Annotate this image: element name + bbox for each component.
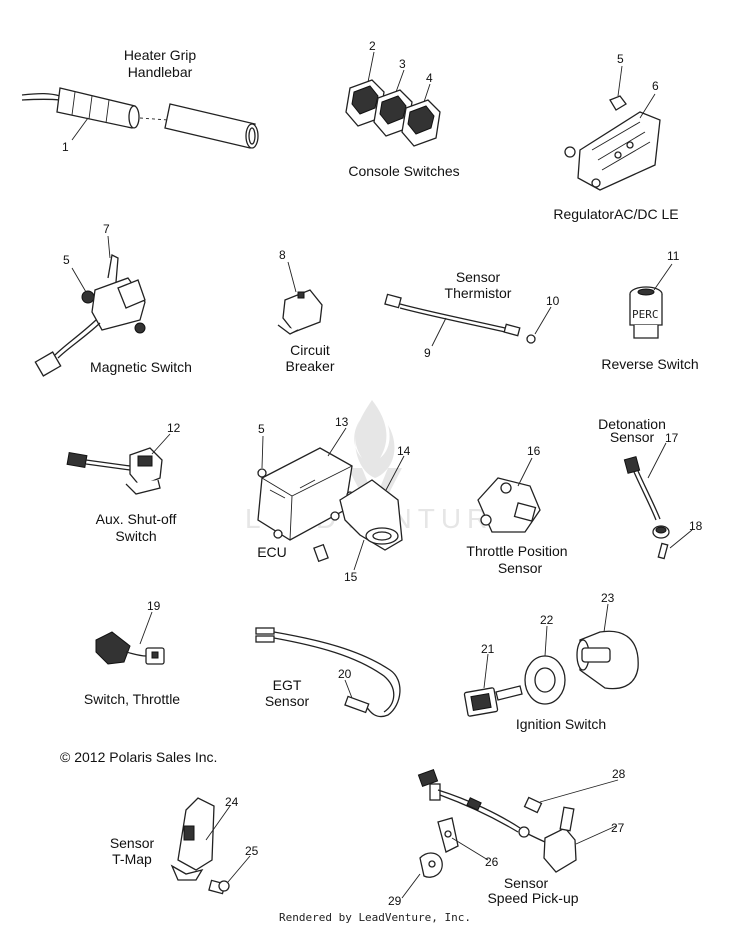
copyright-text: © 2012 Polaris Sales Inc.: [60, 749, 217, 765]
callout-19: 19: [147, 599, 161, 613]
ignition-switch-part: [463, 630, 639, 717]
callout-26: 26: [485, 855, 499, 869]
circuit-breaker-part: [277, 289, 323, 335]
label-heater-grip-line1: Heater Grip: [124, 47, 197, 63]
label-ecu: ECU: [257, 544, 287, 560]
label-regulator: RegulatorAC/DC LE: [553, 206, 678, 222]
label-speed-pickup-line2: Speed Pick-up: [487, 890, 578, 906]
callout-14: 14: [397, 444, 411, 458]
callout-5a: 5: [617, 52, 624, 66]
callout-12: 12: [167, 421, 181, 435]
ecu-part: [257, 447, 403, 563]
callout-3: 3: [399, 57, 406, 71]
callout-20: 20: [338, 667, 352, 681]
callout-2: 2: [369, 39, 376, 53]
label-circuit-breaker-line1: Circuit: [290, 342, 330, 358]
thermistor-part: [384, 293, 536, 344]
label-tmap-line2: T-Map: [112, 851, 152, 867]
callout-16: 16: [527, 444, 541, 458]
footer-text: Rendered by LeadVenture, Inc.: [279, 911, 471, 924]
callout-24: 24: [225, 795, 239, 809]
console-switches-part: [345, 79, 441, 147]
speed-pickup-part: [417, 768, 577, 878]
aux-shutoff-part: [66, 447, 163, 495]
label-throttle-position-line1: Throttle Position: [466, 543, 567, 559]
label-ignition-switch: Ignition Switch: [516, 716, 606, 732]
callout-1: 1: [62, 140, 69, 154]
callout-10: 10: [546, 294, 560, 308]
label-detonation-line1: Detonation: [598, 416, 666, 432]
callout-13: 13: [335, 415, 349, 429]
label-thermistor-line1: Sensor: [456, 269, 501, 285]
callout-9: 9: [424, 346, 431, 360]
callout-15: 15: [344, 570, 358, 584]
callout-18: 18: [689, 519, 703, 533]
tmap-sensor-part: [170, 797, 230, 895]
callout-7: 7: [103, 222, 110, 236]
callout-4: 4: [426, 71, 433, 85]
callout-6: 6: [652, 79, 659, 93]
callout-22: 22: [540, 613, 554, 627]
label-magnetic-switch: Magnetic Switch: [90, 359, 192, 375]
reverse-switch-part: PERC: [629, 286, 663, 339]
callout-27: 27: [611, 821, 625, 835]
label-switch-throttle: Switch, Throttle: [84, 691, 180, 707]
heater-grip-part: [21, 87, 259, 149]
reverse-switch-marking: PERC: [632, 308, 659, 321]
label-heater-grip-line2: Handlebar: [128, 64, 193, 80]
label-detonation-line2: Sensor: [610, 429, 655, 445]
label-tmap-line1: Sensor: [110, 835, 155, 851]
throttle-switch-part: [95, 631, 165, 665]
callout-17: 17: [665, 431, 679, 445]
label-thermistor-line2: Thermistor: [445, 285, 512, 301]
label-egt-line1: EGT: [273, 677, 302, 693]
callout-21: 21: [481, 642, 495, 656]
callout-28: 28: [612, 767, 626, 781]
label-aux-shutoff-line1: Aux. Shut-off: [96, 511, 177, 527]
callout-5b: 5: [63, 253, 70, 267]
detonation-sensor-part: [623, 456, 670, 560]
callout-5c: 5: [258, 422, 265, 436]
label-egt-line2: Sensor: [265, 693, 310, 709]
label-speed-pickup-line1: Sensor: [504, 875, 549, 891]
callout-23: 23: [601, 591, 615, 605]
egt-sensor-part: [255, 627, 401, 718]
label-throttle-position-line2: Sensor: [498, 560, 543, 576]
throttle-position-part: [477, 477, 541, 533]
callout-29: 29: [388, 894, 402, 908]
magnetic-switch-part: [34, 254, 146, 377]
callout-11: 11: [667, 249, 680, 263]
callout-8: 8: [279, 248, 286, 262]
label-aux-shutoff-line2: Switch: [115, 528, 156, 544]
label-reverse-switch: Reverse Switch: [601, 356, 698, 372]
label-circuit-breaker-line2: Breaker: [285, 358, 334, 374]
regulator-part: [564, 95, 661, 191]
label-console-switches: Console Switches: [348, 163, 459, 179]
callout-25: 25: [245, 844, 259, 858]
